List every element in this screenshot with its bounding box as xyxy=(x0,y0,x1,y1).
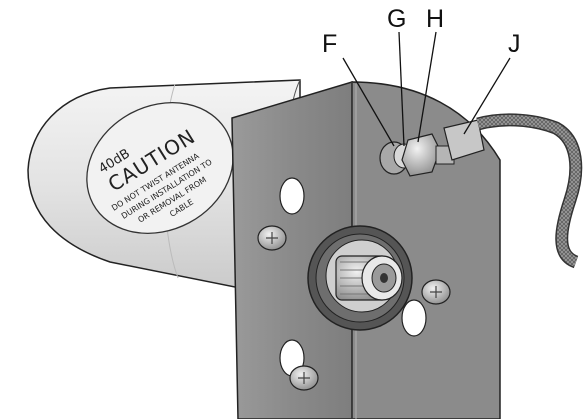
n-type-connector xyxy=(307,225,413,331)
mounting-screws xyxy=(257,225,451,391)
leader-h xyxy=(417,31,437,143)
coax-cable xyxy=(476,114,581,267)
callout-leaders xyxy=(342,31,511,147)
callout-h: H xyxy=(426,5,444,33)
caution-label: 40dB CAUTION DO NOT TWIST ANTENNA DURING… xyxy=(86,102,234,234)
screw-lower-left xyxy=(289,365,319,391)
cable-hardware xyxy=(379,113,583,269)
screw-upper-left xyxy=(257,225,287,251)
callout-g: G xyxy=(387,5,406,33)
callout-f: F xyxy=(322,30,337,58)
callout-j: J xyxy=(508,30,521,58)
cable-connector-j xyxy=(443,119,485,161)
screw-right xyxy=(421,279,451,305)
mounting-holes xyxy=(279,177,427,377)
hex-nut-h xyxy=(401,133,441,177)
leader-j xyxy=(463,57,511,135)
leader-g xyxy=(398,31,405,147)
leader-f xyxy=(342,57,395,147)
